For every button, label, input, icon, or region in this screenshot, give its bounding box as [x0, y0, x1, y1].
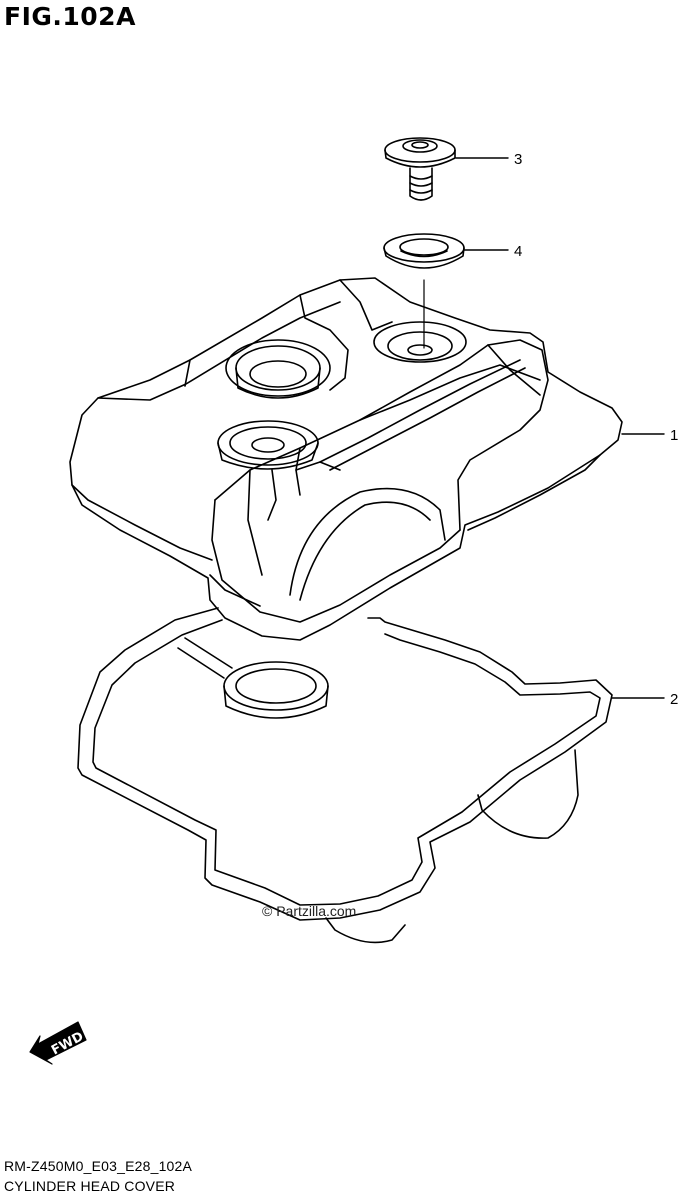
fwd-arrow-icon: FWD [29, 1021, 87, 1065]
figure-title: FIG.102A [4, 2, 136, 31]
callout-4: 4 [514, 243, 522, 260]
gasket-part [77, 607, 613, 944]
washer-part [383, 233, 465, 269]
watermark-text: © Partzilla.com [262, 903, 356, 919]
callout-1: 1 [670, 427, 678, 444]
figure-code: RM-Z450M0_E03_E28_102A [4, 1158, 193, 1174]
bolt-part [384, 137, 456, 201]
figure-name: CYLINDER HEAD COVER [4, 1178, 176, 1194]
callout-3: 3 [514, 151, 522, 168]
callout-2: 2 [670, 691, 678, 708]
cover-part [69, 277, 623, 641]
